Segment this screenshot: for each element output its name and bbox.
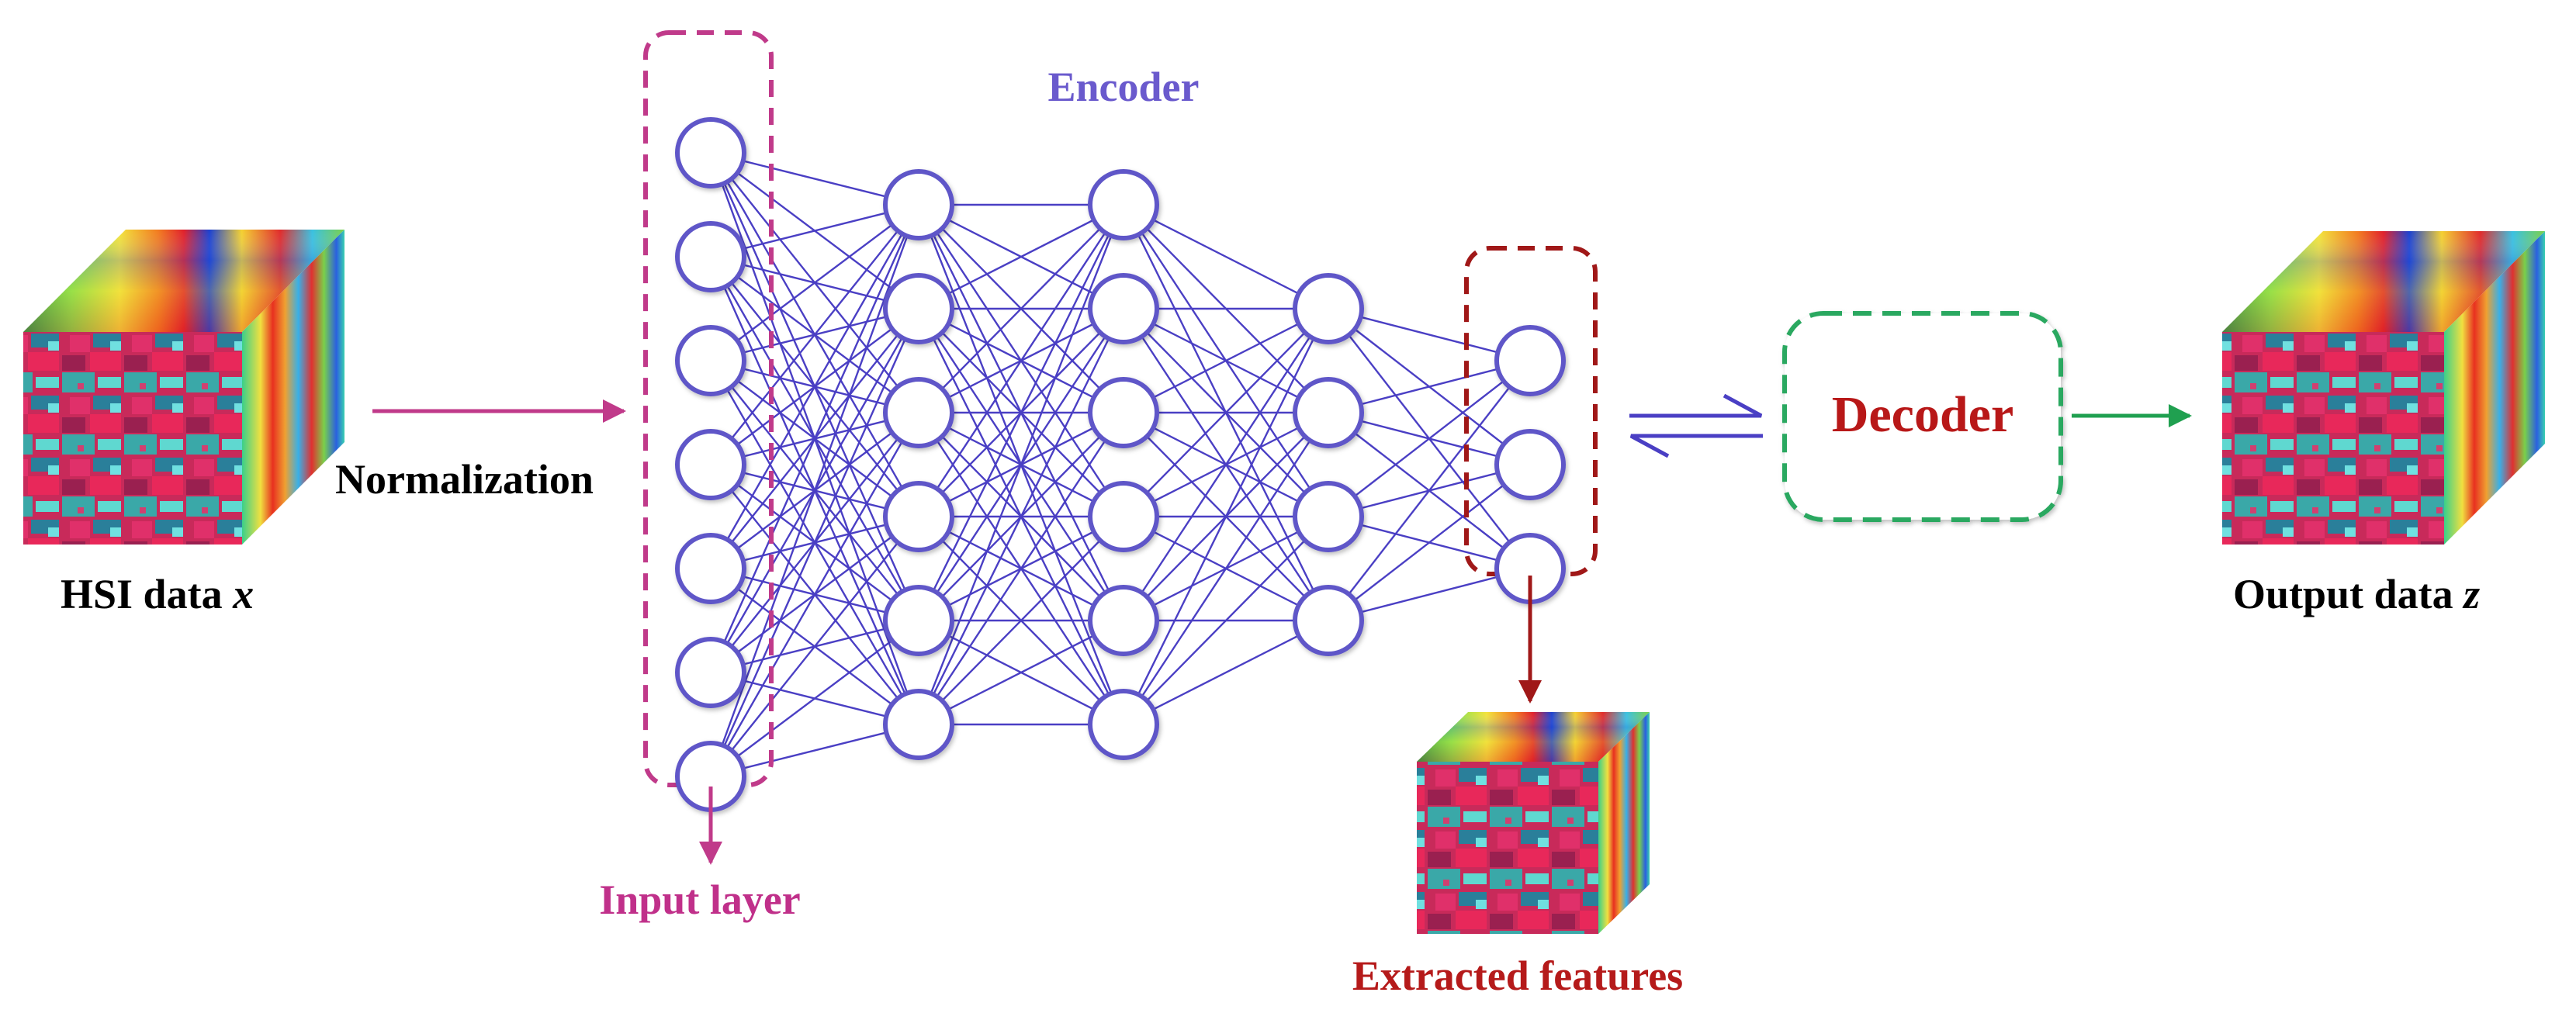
- neuron-node-layer-3: [1088, 689, 1159, 760]
- bidirectional-arrow-icon: [1629, 393, 1763, 458]
- network-edge: [709, 412, 920, 777]
- network-edge: [709, 204, 920, 673]
- neuron-node-layer-2: [883, 585, 954, 656]
- output-data-label: Output data z: [2233, 571, 2480, 617]
- neuron-node-layer-5: [1494, 325, 1566, 396]
- network-edge: [709, 204, 920, 569]
- network-edge: [917, 308, 1125, 725]
- output-label-prefix: Output data: [2233, 571, 2463, 617]
- network-edge: [1123, 203, 1329, 310]
- network-edge: [709, 308, 920, 777]
- network-edges: [709, 151, 1531, 778]
- neuron-node-layer-3: [1088, 481, 1159, 552]
- network-edge: [1122, 412, 1330, 725]
- input-layer-label: Input layer: [599, 876, 801, 923]
- neuron-node-layer-2: [883, 689, 954, 760]
- neuron-node-layer-3: [1088, 585, 1159, 656]
- neuron-node-layer-1: [675, 533, 746, 604]
- network-edge: [1328, 360, 1531, 621]
- features-box: [1464, 246, 1598, 576]
- neuron-node-layer-4: [1293, 585, 1364, 656]
- network-edge: [710, 620, 919, 777]
- network-edge: [1328, 360, 1531, 517]
- neuron-node-layer-3: [1088, 273, 1159, 344]
- features-cube-icon: [1417, 712, 1650, 934]
- neuron-node-layer-1: [675, 637, 746, 708]
- output-cube-icon: [2222, 231, 2545, 545]
- network-edge: [710, 203, 919, 258]
- network-edge: [1122, 308, 1330, 725]
- neuron-node-layer-2: [883, 273, 954, 344]
- extracted-features-label: Extracted features: [1352, 952, 1683, 999]
- neuron-node-layer-3: [1088, 377, 1159, 448]
- network-edge: [918, 516, 1124, 725]
- network-edge: [1123, 619, 1329, 726]
- normalization-label: Normalization: [335, 456, 594, 503]
- encoder-label: Encoder: [1048, 64, 1200, 110]
- decoder-box: [1782, 311, 2063, 522]
- hsi-data-label: HSI data x: [61, 571, 254, 617]
- neuron-node-layer-3: [1088, 169, 1159, 240]
- network-edge: [710, 204, 919, 361]
- network-edge: [918, 204, 1124, 413]
- network-edge: [710, 204, 919, 465]
- neuron-node-layer-1: [675, 429, 746, 500]
- hsi-label-prefix: HSI data: [61, 571, 233, 617]
- network-edge: [917, 204, 1125, 517]
- neuron-node-layer-5: [1494, 429, 1566, 500]
- network-edge: [918, 619, 1124, 726]
- neuron-node-layer-2: [883, 169, 954, 240]
- neuron-node-layer-4: [1293, 377, 1364, 448]
- hsi-label-var: x: [232, 571, 254, 617]
- network-edge: [1123, 308, 1329, 517]
- neuron-node-layer-1: [675, 117, 746, 188]
- neuron-node-layer-2: [883, 377, 954, 448]
- network-edge: [917, 412, 1125, 725]
- neuron-node-layer-4: [1293, 481, 1364, 552]
- neuron-node-layer-2: [883, 481, 954, 552]
- output-label-var: z: [2462, 571, 2480, 617]
- neuron-node-layer-1: [675, 325, 746, 396]
- network-edge: [710, 516, 919, 777]
- network-edge: [710, 151, 919, 206]
- hsi-cube-icon: [23, 230, 345, 545]
- network-edge: [709, 204, 920, 777]
- network-edge: [1122, 308, 1330, 621]
- network-edge: [917, 204, 1125, 621]
- neuron-node-layer-4: [1293, 273, 1364, 344]
- network-edge: [710, 723, 919, 778]
- network-edge: [1123, 307, 1329, 414]
- network-edge: [917, 204, 1125, 725]
- network-edge: [1123, 516, 1329, 725]
- network-edge: [1328, 464, 1531, 621]
- neuron-node-layer-1: [675, 221, 746, 292]
- decoder-label: Decoder: [1832, 386, 2014, 443]
- network-edge: [918, 203, 1124, 310]
- network-nodes: [675, 117, 1566, 812]
